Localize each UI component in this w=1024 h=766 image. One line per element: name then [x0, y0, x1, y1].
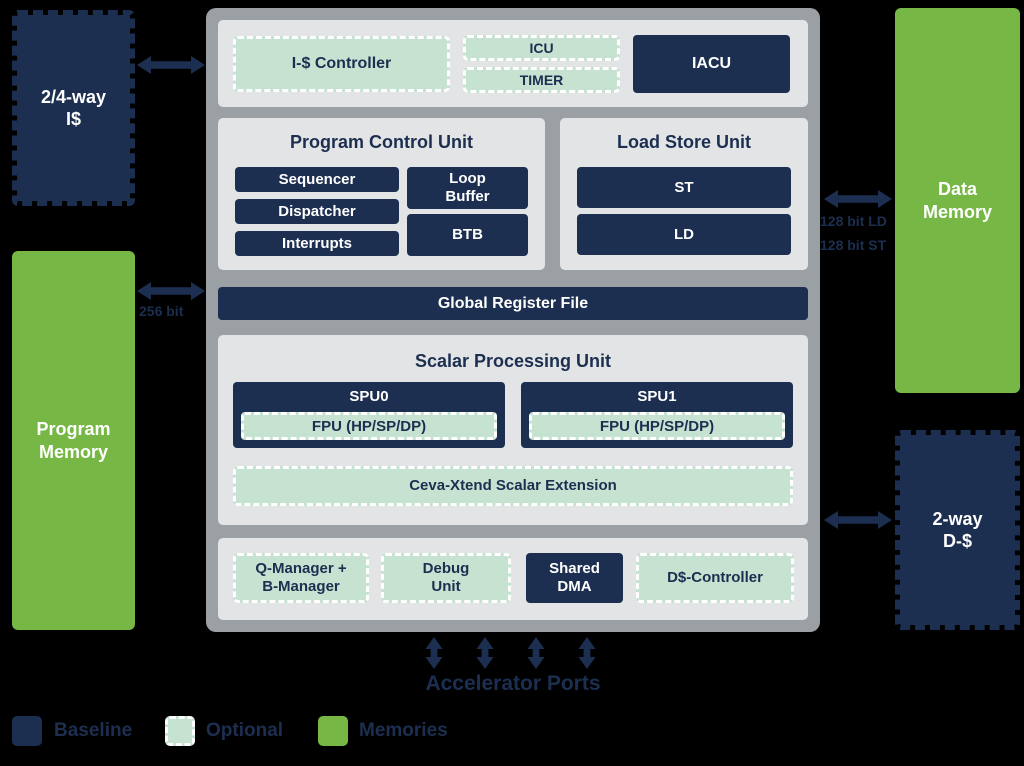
shared-dma-box: Shared DMA	[526, 553, 623, 603]
btb-label: BTB	[452, 226, 483, 243]
bidirectional-arrow-icon	[824, 190, 892, 208]
dcache-controller-box: D$-Controller	[636, 553, 794, 603]
accelerator-port-arrow-icon	[425, 637, 443, 669]
ceva-xtend-label: Ceva-Xtend Scalar Extension	[409, 477, 617, 494]
dispatcher-box: Dispatcher	[235, 199, 399, 224]
program-bus-width-label: 256 bit	[139, 303, 184, 319]
interrupts-box: Interrupts	[235, 231, 399, 256]
dcache-controller-label: D$-Controller	[667, 569, 763, 586]
ceva-xtend-box: Ceva-Xtend Scalar Extension	[233, 466, 793, 506]
memories-legend-label: Memories	[359, 720, 448, 741]
baseline-legend-swatch	[12, 716, 42, 746]
load-store-unit-panel: Load Store Unit ST LD	[560, 118, 808, 270]
accelerator-port-arrow-icon	[578, 637, 596, 669]
bidirectional-arrow-icon	[137, 282, 205, 300]
store-bus-width-label: 128 bit ST	[820, 237, 887, 253]
accelerator-port-arrow-icon	[527, 637, 545, 669]
btb-box: BTB	[407, 214, 528, 256]
instruction-cache-block: 2/4-way I$	[12, 10, 135, 206]
sequencer-label: Sequencer	[278, 170, 356, 188]
global-register-file-label: Global Register File	[437, 294, 589, 312]
scalar-processing-unit-panel: Scalar Processing Unit SPU0 FPU (HP/SP/D…	[218, 335, 808, 525]
load-label: LD	[674, 225, 694, 243]
optional-legend-label: Optional	[206, 720, 284, 741]
spu-title: Scalar Processing Unit	[414, 351, 612, 371]
iacu-label: IACU	[691, 55, 732, 73]
iacu-box: IACU	[633, 35, 790, 93]
icu-box: ICU	[463, 35, 620, 61]
load-bus-width-label: 128 bit LD	[820, 213, 887, 229]
sequencer-box: Sequencer	[235, 167, 399, 192]
load-box: LD	[577, 214, 791, 255]
lsu-title: Load Store Unit	[617, 132, 751, 152]
core-frame: I-$ Controller ICU TIMER IACU Program Co…	[206, 8, 820, 632]
fpu1-label: FPU (HP/SP/DP)	[599, 417, 715, 435]
loop-buffer-box: Loop Buffer	[407, 167, 528, 209]
global-register-file-bar: Global Register File	[218, 287, 808, 320]
optional-legend-swatch	[165, 716, 195, 746]
memories-legend-swatch	[318, 716, 348, 746]
baseline-legend-label: Baseline	[54, 720, 133, 741]
queue-buffer-manager-box: Q-Manager + B-Manager	[233, 553, 369, 603]
bidirectional-arrow-icon	[824, 511, 892, 529]
icu-label: ICU	[529, 39, 554, 56]
program-memory-block: Program Memory	[12, 251, 135, 630]
store-box: ST	[577, 167, 791, 208]
accelerator-port-arrow-icon	[476, 637, 494, 669]
icache-controller-box: I-$ Controller	[233, 36, 450, 92]
debug-unit-box: Debug Unit	[381, 553, 511, 603]
spu0-box: SPU0 FPU (HP/SP/DP)	[233, 382, 505, 448]
interrupts-label: Interrupts	[281, 234, 352, 252]
spu1-box: SPU1 FPU (HP/SP/DP)	[521, 382, 793, 448]
data-memory-block: Data Memory	[895, 8, 1020, 393]
system-services-panel: Q-Manager + B-Manager Debug Unit Shared …	[218, 538, 808, 620]
accelerator-ports-label: Accelerator Ports	[425, 672, 601, 695]
data-cache-block: 2-way D-$	[895, 430, 1020, 630]
bidirectional-arrow-icon	[137, 56, 205, 74]
fpu1-box: FPU (HP/SP/DP)	[529, 412, 785, 440]
instruction-control-panel: I-$ Controller ICU TIMER IACU	[218, 20, 808, 107]
dispatcher-label: Dispatcher	[278, 202, 356, 220]
icache-controller-label: I-$ Controller	[291, 55, 392, 73]
pcu-title: Program Control Unit	[290, 132, 473, 152]
fpu0-box: FPU (HP/SP/DP)	[241, 412, 497, 440]
spu0-label: SPU0	[349, 388, 389, 405]
spu1-label: SPU1	[637, 388, 677, 405]
timer-box: TIMER	[463, 67, 620, 93]
program-control-unit-panel: Program Control Unit Sequencer Dispatche…	[218, 118, 545, 270]
fpu0-label: FPU (HP/SP/DP)	[311, 417, 427, 435]
store-label: ST	[674, 178, 694, 196]
timer-label: TIMER	[519, 71, 564, 88]
